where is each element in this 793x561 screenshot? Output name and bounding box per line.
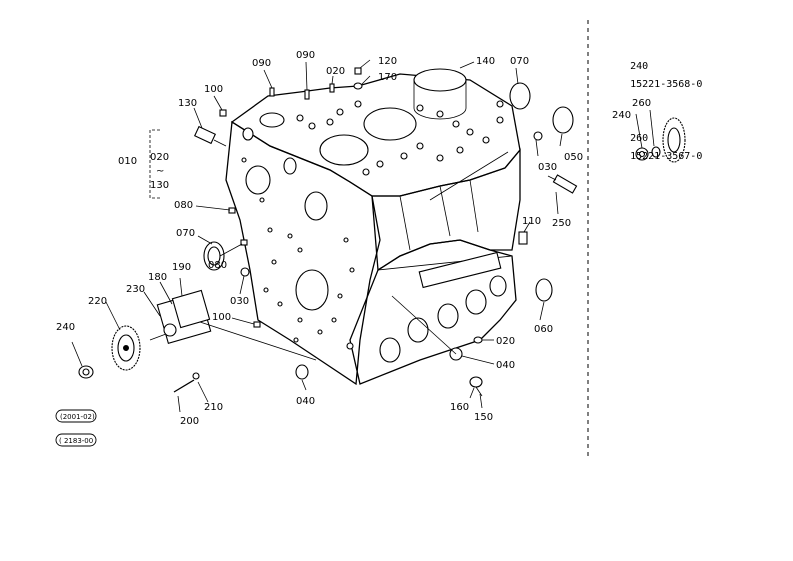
parts-list-ref: 260 (630, 133, 649, 144)
drive-gear (111, 325, 141, 371)
pin-part (518, 231, 528, 245)
callout-210: 210 (204, 402, 223, 413)
callout-250: 250 (552, 218, 571, 229)
callout-020-right: 020 (496, 336, 515, 347)
svg-text:(2001-02): (2001-02) (60, 413, 95, 421)
callout-130-group: 130 (150, 180, 169, 191)
plug-030b (533, 131, 543, 141)
cylinder-block (225, 73, 521, 386)
callout-080-a: 080 (174, 200, 193, 211)
plug-bottom (295, 364, 309, 380)
callout-030-right: 030 (538, 162, 557, 173)
pin-100b (253, 321, 261, 328)
cap-plug-side (552, 106, 574, 134)
callout-170: 170 (378, 72, 397, 83)
callout-range-tilde: ~ (156, 166, 164, 177)
callout-060: 060 (534, 324, 553, 335)
callout-200: 200 (180, 416, 199, 427)
pin-080a (228, 207, 236, 214)
plug-170 (353, 82, 363, 90)
cylinder-liner (413, 68, 467, 120)
parts-list-part-number: 15221-3568-0 (630, 79, 703, 90)
callout-030-left: 030 (230, 296, 249, 307)
drain-bolt (469, 376, 483, 397)
crankcase-bearing-bosses (379, 275, 507, 363)
callout-150: 150 (474, 412, 493, 423)
plug-020c (473, 336, 483, 344)
front-face-bolt-holes (241, 157, 355, 350)
deck-holes (296, 100, 504, 176)
callout-260-inset: 260 (632, 98, 651, 109)
callout-090-b: 090 (296, 50, 315, 61)
callout-140: 140 (476, 56, 495, 67)
plug-030a (240, 267, 250, 277)
washer-part (192, 372, 200, 380)
callout-040-bottom: 040 (296, 396, 315, 407)
parts-list-row: 260 15221-3567-0 (606, 112, 776, 184)
callout-130-top: 130 (178, 98, 197, 109)
callout-240-inset: 240 (612, 110, 631, 121)
callout-120: 120 (378, 56, 397, 67)
callout-020-group: 020 (150, 152, 169, 163)
svg-text:( 2183-00: ( 2183-00 (59, 437, 93, 445)
callout-020-top: 020 (326, 66, 345, 77)
cap-plug-top (509, 82, 531, 110)
parts-list-ref: 240 (630, 61, 649, 72)
seal-ring-front (203, 241, 225, 271)
callout-100-top: 100 (204, 84, 223, 95)
callout-090-a: 090 (252, 58, 271, 69)
sender-unit (193, 125, 227, 147)
pin-020 (329, 83, 335, 93)
pin-100a (219, 109, 227, 117)
callout-040-right: 040 (496, 360, 515, 371)
callout-240-left: 240 (56, 322, 75, 333)
nut-left (78, 365, 94, 379)
oil-pump (149, 289, 212, 344)
sensor-part (547, 174, 578, 194)
callout-050: 050 (564, 152, 583, 163)
callout-080-b: 080 (208, 260, 227, 271)
callout-190: 190 (172, 262, 191, 273)
callout-110: 110 (522, 216, 541, 227)
callout-160: 160 (450, 402, 469, 413)
revision-stamp-bottom: ( 2183-00 (55, 433, 97, 447)
stud-090a (269, 87, 275, 97)
callout-010: 010 (118, 156, 137, 167)
inset-nut-and-gear (635, 117, 686, 163)
leader-lines (71, 59, 655, 413)
group-bracket (149, 129, 160, 199)
parts-list-row: 240 15221-3568-0 (606, 40, 776, 112)
bolt-part (173, 379, 195, 393)
parts-list-part-number: 15221-3567-0 (630, 151, 703, 162)
plug-120 (354, 67, 362, 75)
callout-220: 220 (88, 296, 107, 307)
callout-070-top: 070 (510, 56, 529, 67)
callout-070-left: 070 (176, 228, 195, 239)
seal-ring-rear (535, 278, 553, 302)
stud-090b (304, 89, 310, 100)
parts-list: 240 15221-3568-0 260 15221-3567-0 (606, 40, 776, 184)
callout-100-left: 100 (212, 312, 231, 323)
pin-080b (240, 239, 248, 246)
callout-230: 230 (126, 284, 145, 295)
callout-180: 180 (148, 272, 167, 283)
revision-stamp-top: (2001-02) (55, 409, 97, 423)
